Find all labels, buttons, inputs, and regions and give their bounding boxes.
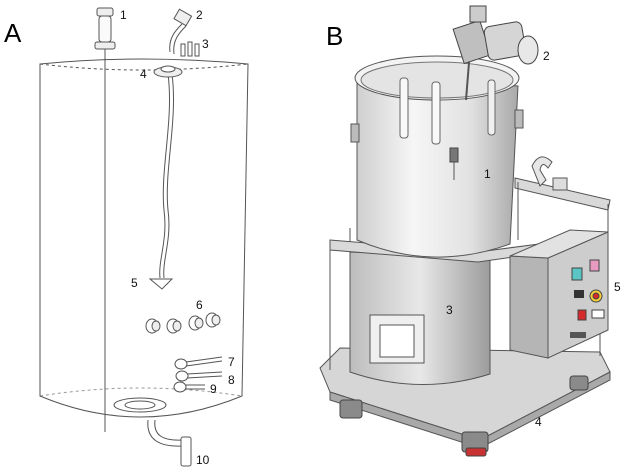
stainless-mixing-vessel-icon bbox=[319, 5, 611, 457]
panel-a-letter: A bbox=[4, 18, 22, 48]
sensor-ports-icon bbox=[173, 356, 223, 393]
single-use-bag-icon bbox=[39, 58, 249, 467]
callout-b-3: 3 bbox=[446, 303, 453, 317]
side-ports-icon bbox=[145, 312, 221, 334]
panel-b-letter: B bbox=[326, 21, 343, 51]
top-ports-icon bbox=[180, 41, 200, 57]
callout-a-1: 1 bbox=[120, 8, 127, 22]
callout-a-8: 8 bbox=[228, 373, 235, 387]
callout-b-5: 5 bbox=[614, 280, 621, 294]
callout-a-9: 9 bbox=[210, 382, 217, 396]
panel-a: A bbox=[4, 7, 249, 467]
impeller-mount-icon bbox=[153, 65, 183, 78]
sampling-tube-icon bbox=[169, 8, 193, 55]
callout-a-10: 10 bbox=[196, 453, 210, 467]
callout-a-5: 5 bbox=[131, 276, 138, 290]
panel-b: B bbox=[319, 5, 621, 457]
callout-a-4: 4 bbox=[140, 67, 147, 81]
callout-a-3: 3 bbox=[202, 37, 209, 51]
top-vent-filter-icon bbox=[94, 7, 116, 60]
callout-a-2: 2 bbox=[196, 8, 203, 22]
callout-a-6: 6 bbox=[196, 298, 203, 312]
callout-b-1: 1 bbox=[484, 167, 491, 181]
callout-b-4: 4 bbox=[535, 415, 542, 429]
callout-b-2: 2 bbox=[543, 49, 550, 63]
callout-a-7: 7 bbox=[228, 355, 235, 369]
